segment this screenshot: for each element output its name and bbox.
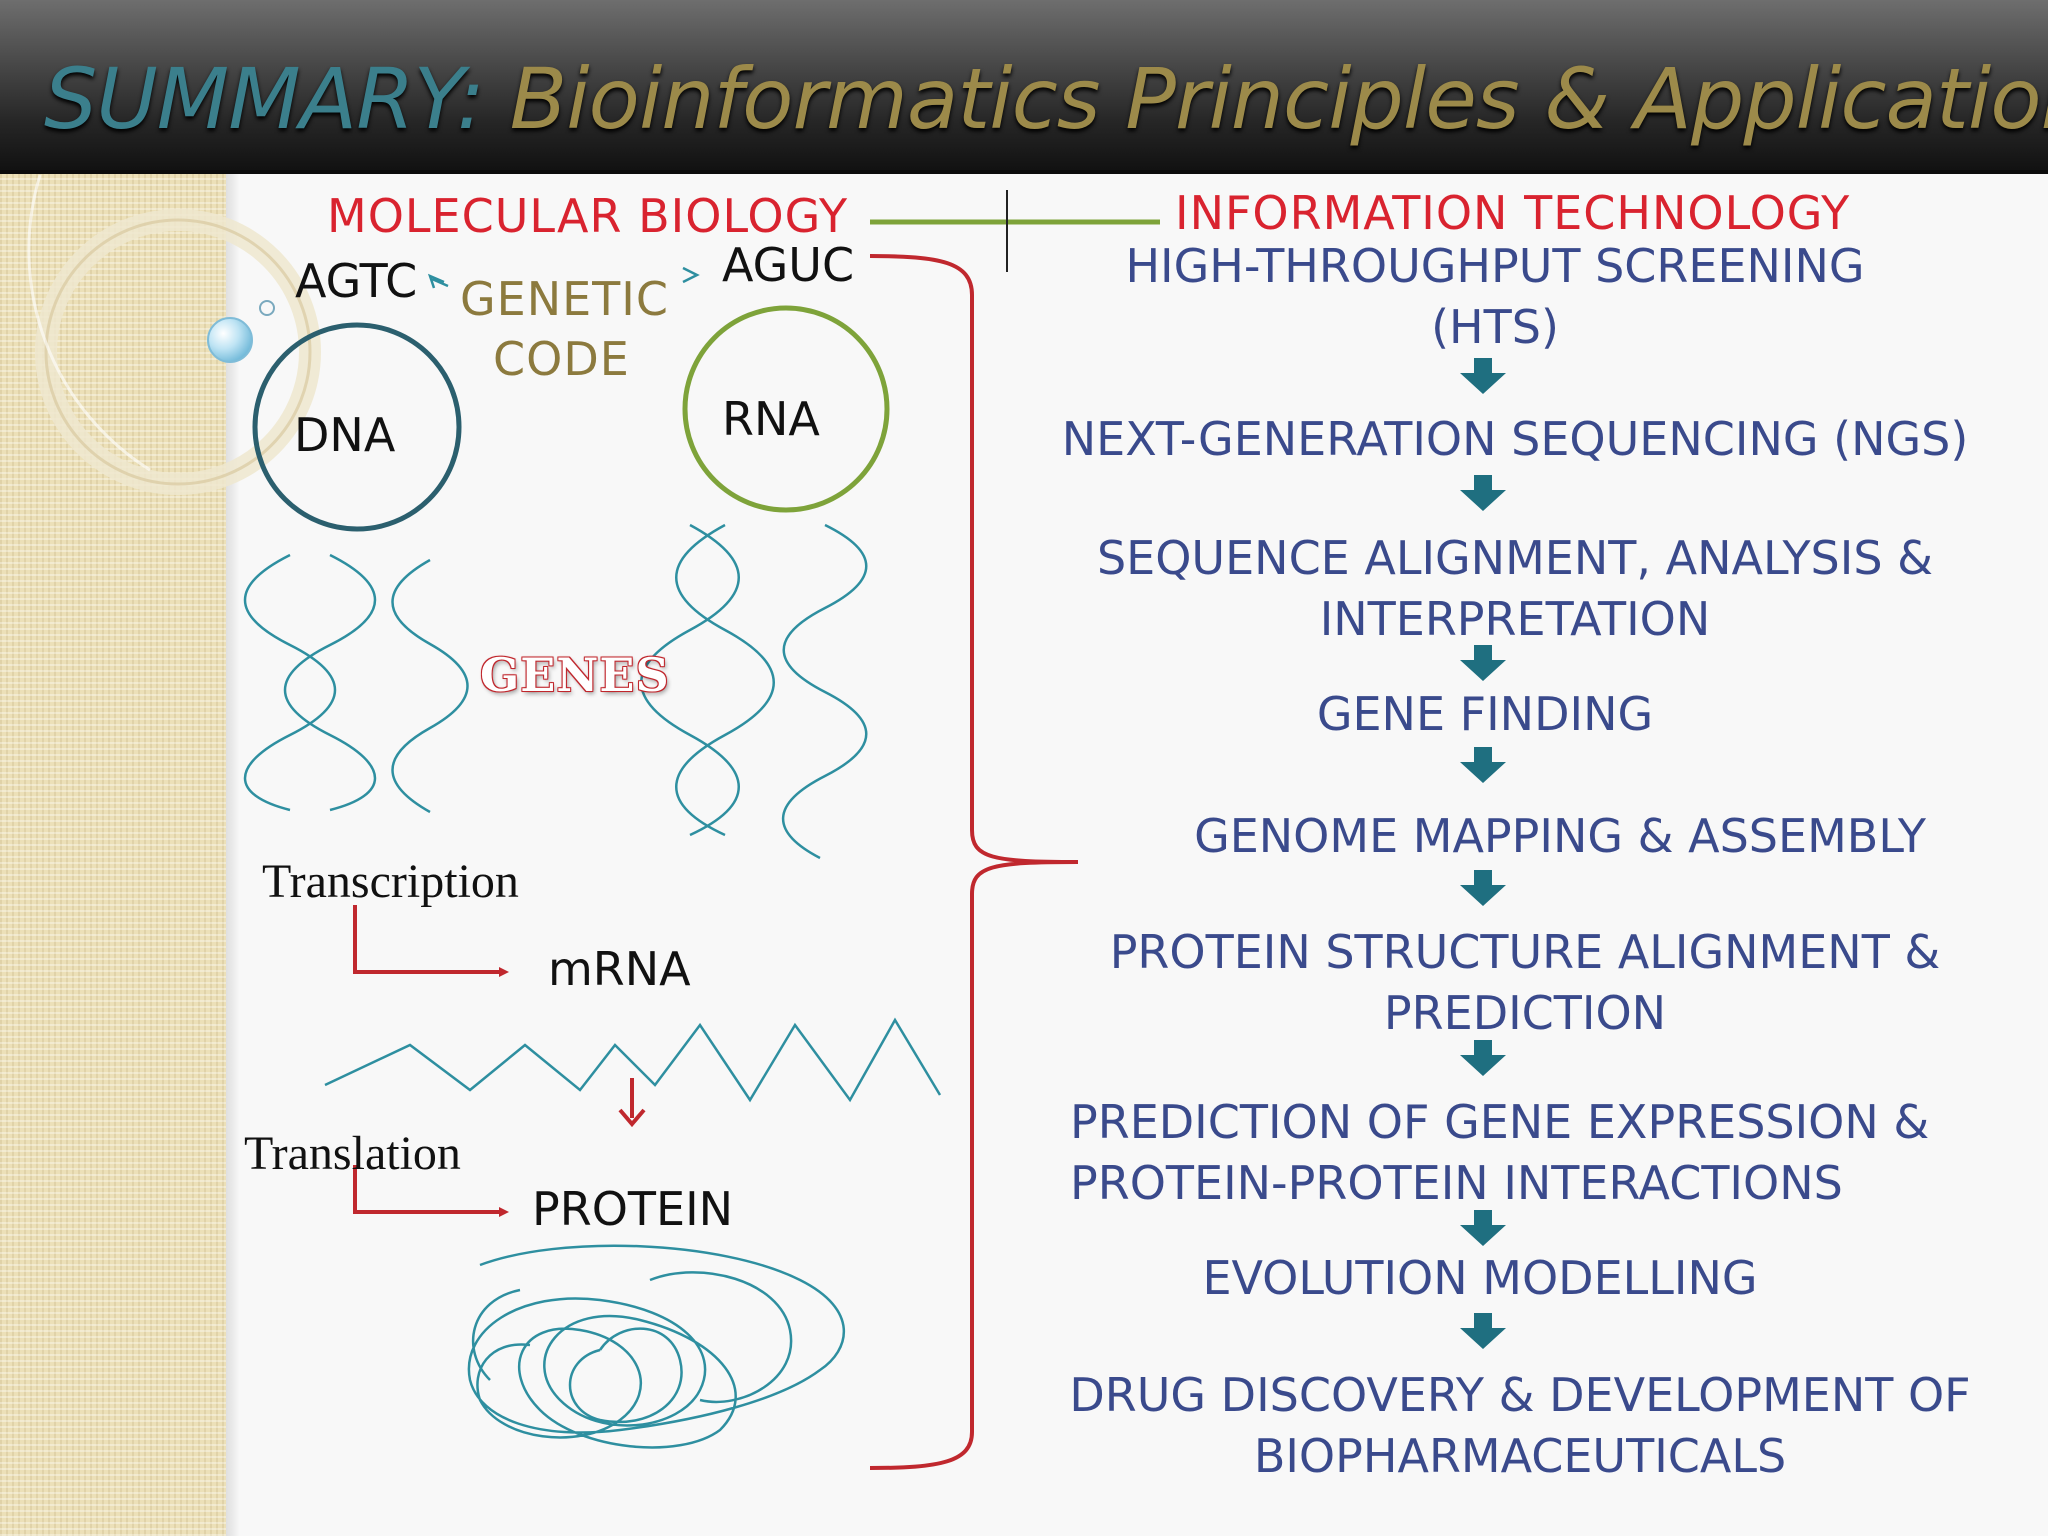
- translation-arrow: [353, 1165, 509, 1217]
- step-evolution-modelling: EVOLUTION MODELLING: [1202, 1251, 1758, 1305]
- small-bubble: [259, 300, 275, 316]
- flow-arrow: [1460, 1313, 1506, 1349]
- protein-label: PROTEIN: [532, 1182, 734, 1236]
- step-gene-expression: PREDICTION OF GENE EXPRESSION & PROTEIN-…: [1070, 1095, 1930, 1210]
- genetic-label: GENETIC: [460, 272, 669, 326]
- flow-arrow: [1460, 747, 1506, 783]
- flow-arrow: [1460, 870, 1506, 906]
- dna-helix-strands: [244, 553, 469, 814]
- flow-arrow: [1460, 645, 1506, 681]
- panel-shadow: [226, 174, 240, 1536]
- agtc-label: AGTC: [295, 254, 418, 308]
- mrna-zigzag: [324, 1017, 942, 1103]
- step-genome-mapping: GENOME MAPPING & ASSEMBLY: [1194, 809, 1926, 863]
- step-sequence-alignment: SEQUENCE ALIGNMENT, ANALYSIS & INTERPRET…: [1096, 531, 1934, 646]
- dna-label: DNA: [294, 408, 396, 462]
- aguc-label: AGUC: [722, 238, 855, 292]
- translation-label: Translation: [244, 1127, 461, 1180]
- rna-circle: [682, 305, 890, 513]
- flow-arrow: [1460, 1040, 1506, 1076]
- genetic-code-arrows: [427, 266, 700, 289]
- decorative-side-panel: [0, 174, 226, 1536]
- genes-label: GENES: [480, 648, 670, 702]
- title-bar: SUMMARY: Bioinformatics Principles & App…: [0, 0, 2048, 174]
- title-topic: Bioinformatics Principles & Applications: [483, 50, 2048, 148]
- dna-circle: [252, 322, 462, 532]
- step-drug-discovery: DRUG DISCOVERY & DEVELOPMENT OF BIOPHARM…: [1069, 1368, 1971, 1483]
- step-hts: HIGH-THROUGHPUT SCREENING (HTS): [1125, 239, 1865, 354]
- title-summary: SUMMARY:: [44, 50, 485, 148]
- flow-arrows: [1460, 358, 1506, 1349]
- protein-scribble: [467, 1244, 846, 1449]
- mrna-down-arrow: [618, 1078, 646, 1128]
- step-gene-finding: GENE FINDING: [1316, 687, 1654, 741]
- flow-arrow: [1460, 475, 1506, 511]
- code-label: CODE: [493, 332, 630, 386]
- flow-arrow: [1460, 1210, 1506, 1246]
- transcription-arrow: [353, 905, 509, 977]
- heading-connector: [870, 190, 1160, 272]
- mrna-label: mRNA: [548, 942, 691, 996]
- flow-arrow: [1460, 358, 1506, 394]
- step-ngs: NEXT-GENERATION SEQUENCING (NGS): [1061, 412, 1969, 466]
- blue-bubble: [207, 317, 253, 363]
- decorative-rings: [27, 174, 321, 495]
- transcription-label: Transcription: [262, 855, 519, 908]
- rna-label: RNA: [722, 392, 820, 446]
- information-technology-heading: INFORMATION TECHNOLOGY: [1175, 186, 1851, 240]
- molecular-biology-heading: MOLECULAR BIOLOGY: [327, 189, 849, 243]
- rna-helix-strands: [640, 523, 868, 860]
- curly-brace: [869, 254, 1079, 1470]
- step-protein-structure: PROTEIN STRUCTURE ALIGNMENT & PREDICTION: [1109, 925, 1941, 1040]
- slide-title: SUMMARY: Bioinformatics Principles & App…: [44, 50, 2048, 148]
